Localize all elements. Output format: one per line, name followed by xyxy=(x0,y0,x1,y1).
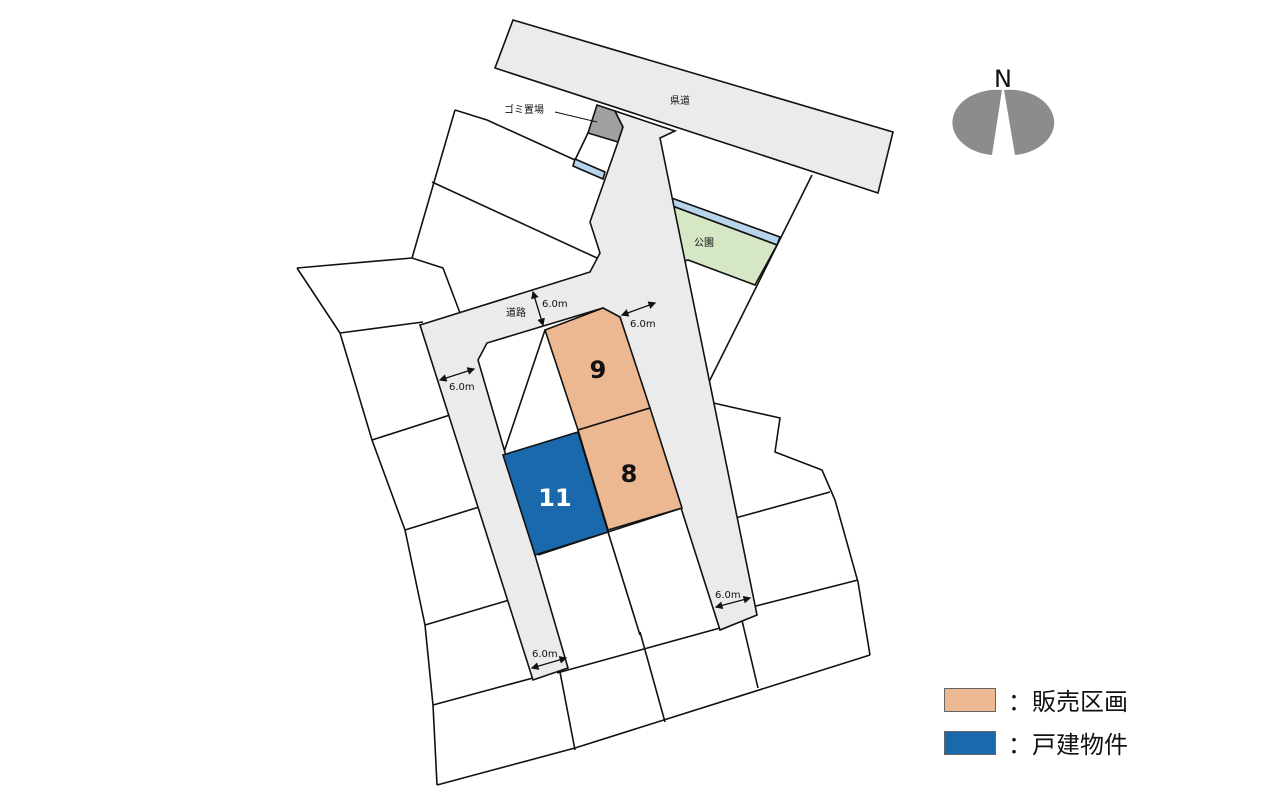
lot-9[interactable] xyxy=(544,307,652,431)
water-channel xyxy=(572,157,606,181)
prefectural-road-label: 県道 xyxy=(670,94,690,107)
prefectural-road xyxy=(493,19,894,195)
compass-label: N xyxy=(994,65,1012,93)
lot-9-number: 9 xyxy=(590,356,607,384)
road-width-label: 6.0m xyxy=(449,382,475,393)
legend-swatch xyxy=(944,730,996,755)
legend-item-house: ：戸建物件 xyxy=(944,725,1128,760)
lot-11[interactable] xyxy=(501,430,609,557)
legend-item-for-sale: ：販売区画 xyxy=(944,682,1128,717)
park-label: 公園 xyxy=(694,237,714,249)
road-width-label: 6.0m xyxy=(715,590,741,601)
garbage-label: ゴミ置場 xyxy=(504,103,544,116)
lot-11-number: 11 xyxy=(538,484,571,512)
road-label: 道路 xyxy=(506,306,526,319)
dimension-arrows xyxy=(438,290,752,670)
lot-8-number: 8 xyxy=(621,460,638,488)
road-width-label: 6.0m xyxy=(542,299,568,310)
legend-label: ：販売区画 xyxy=(1008,688,1128,716)
north-compass-icon: N xyxy=(952,65,1055,155)
parcel-lines xyxy=(296,109,871,786)
road-width-label: 6.0m xyxy=(630,319,656,330)
legend-label: ：戸建物件 xyxy=(1008,731,1128,759)
garbage-area xyxy=(586,103,624,143)
legend-swatch xyxy=(944,687,996,712)
road-width-label: 6.0m xyxy=(532,649,558,660)
